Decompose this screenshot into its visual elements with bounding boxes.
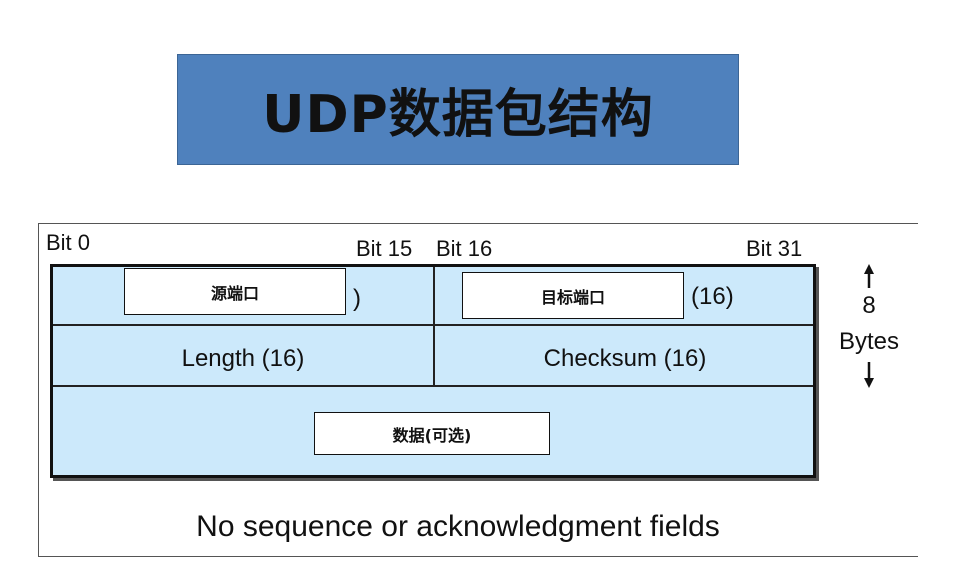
page-title: UDP数据包结构: [262, 85, 654, 145]
dest-port-label: 目标端口: [462, 272, 684, 319]
column-divider: [433, 267, 435, 387]
title-banner: UDP数据包结构: [177, 54, 739, 165]
bit-16-label: Bit 16: [436, 236, 493, 261]
size-unit: Bytes: [838, 328, 900, 355]
size-value: 8: [862, 292, 876, 319]
size-indicator: 8 Bytes: [830, 262, 908, 392]
source-port-suffix: ): [353, 285, 361, 312]
source-port-label: 源端口: [124, 268, 346, 315]
size-arrows-icon: [864, 264, 874, 388]
bit-15-label: Bit 15: [356, 236, 413, 261]
dest-port-suffix: (16): [691, 283, 734, 310]
data-field-label: 数据(可选): [314, 412, 550, 455]
checksum-field: Checksum (16): [543, 345, 707, 372]
diagram-frame: [38, 223, 918, 557]
length-field: Length (16): [181, 345, 305, 372]
footer-note: No sequence or acknowledgment fields: [196, 510, 720, 543]
bit-31-label: Bit 31: [746, 236, 803, 261]
bit-0-label: Bit 0: [46, 230, 91, 255]
